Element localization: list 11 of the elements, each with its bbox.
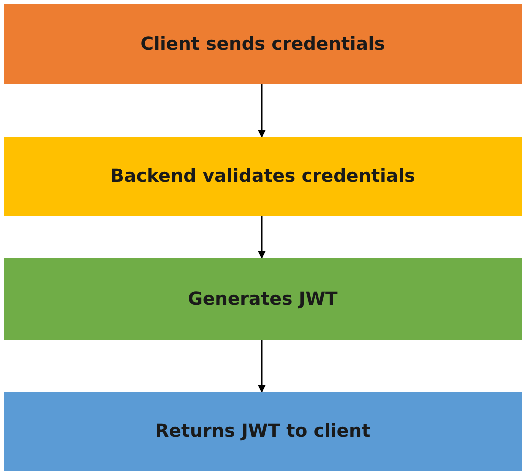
arrow bbox=[258, 84, 266, 138]
process-box bbox=[4, 392, 522, 471]
process-box bbox=[4, 137, 522, 216]
step-text: Returns JWT to client bbox=[155, 421, 371, 442]
step-text: Backend validates credentials bbox=[110, 166, 416, 187]
process-box bbox=[4, 258, 522, 340]
step-text: Client sends credentials bbox=[140, 34, 386, 54]
arrow bbox=[258, 340, 266, 393]
step-text: Generates JWT bbox=[188, 288, 338, 310]
process-box bbox=[4, 4, 522, 84]
arrow bbox=[258, 216, 266, 259]
